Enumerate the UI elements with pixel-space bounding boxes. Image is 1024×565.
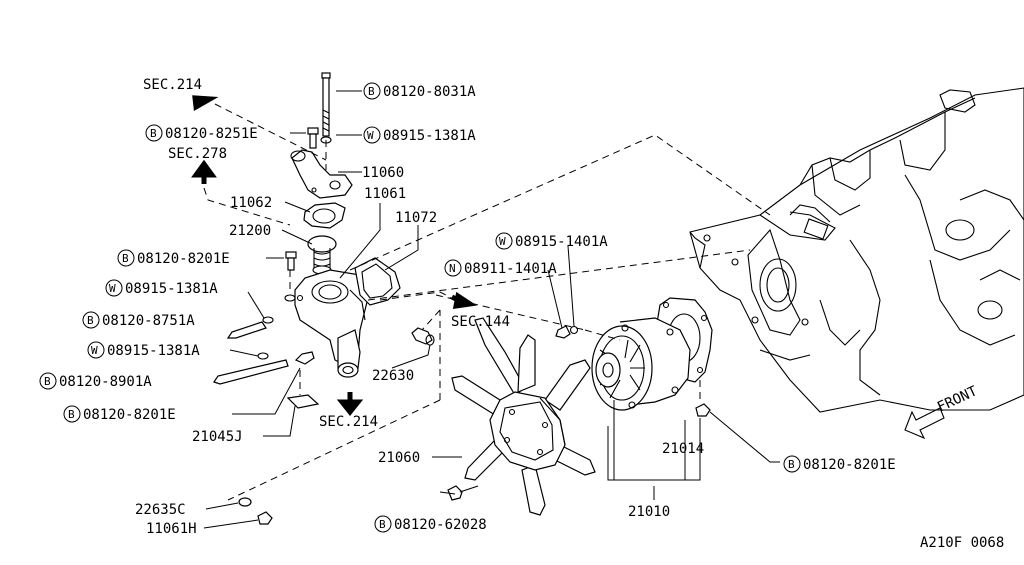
- svg-text:08120-8251E: 08120-8251E: [165, 126, 258, 142]
- section-ref-sec278[interactable]: SEC.278: [168, 146, 227, 162]
- section-ref-sec214-bottom[interactable]: SEC.214: [319, 414, 378, 430]
- drain-plate: [286, 394, 320, 409]
- callout-11062[interactable]: 11062: [230, 195, 272, 211]
- svg-text:08911-1401A: 08911-1401A: [464, 261, 557, 277]
- svg-text:08915-1381A: 08915-1381A: [107, 343, 200, 359]
- arrow-icons: [191, 95, 945, 440]
- callout-11060[interactable]: 11060: [362, 165, 404, 181]
- water-outlet: [290, 149, 353, 199]
- thermostat: [307, 235, 337, 275]
- callout-11072[interactable]: 11072: [395, 210, 437, 226]
- diagram-code: A210F 0068: [920, 535, 1004, 551]
- thermostat-housing: [294, 269, 371, 378]
- svg-text:08915-1381A: 08915-1381A: [383, 128, 476, 144]
- callout-11061H[interactable]: 11061H: [146, 521, 197, 537]
- svg-text:W: W: [499, 235, 506, 248]
- callout-08915-1381A-top[interactable]: W 08915-1381A: [363, 126, 476, 144]
- svg-text:B: B: [150, 127, 157, 140]
- callout-08120-8751A[interactable]: B 08120-8751A: [82, 311, 195, 329]
- callout-08120-8031A[interactable]: B 08120-8031A: [363, 82, 476, 100]
- svg-text:N: N: [449, 262, 456, 275]
- callout-21014[interactable]: 21014: [662, 441, 704, 457]
- callout-08120-8251E[interactable]: B 08120-8251E: [145, 124, 258, 142]
- svg-text:08915-1381A: 08915-1381A: [125, 281, 218, 297]
- svg-text:08120-8031A: 08120-8031A: [383, 84, 476, 100]
- callout-08915-1381A-mid[interactable]: W 08915-1381A: [105, 279, 218, 297]
- housing-gasket: [354, 257, 401, 306]
- dashed-lines: [203, 103, 771, 501]
- svg-text:W: W: [109, 282, 116, 295]
- callout-11061[interactable]: 11061: [364, 186, 406, 202]
- svg-text:08915-1401A: 08915-1401A: [515, 234, 608, 250]
- bolts: [213, 72, 711, 525]
- cooling-fan: [451, 317, 596, 516]
- callout-08915-1381A-low[interactable]: W 08915-1381A: [87, 341, 200, 359]
- callout-08120-8201E-b[interactable]: B 08120-8201E: [63, 405, 176, 423]
- svg-text:B: B: [87, 314, 94, 327]
- svg-text:B: B: [44, 375, 51, 388]
- svg-text:W: W: [367, 129, 374, 142]
- svg-text:08120-8751A: 08120-8751A: [102, 313, 195, 329]
- engine-block: [689, 87, 1024, 413]
- svg-text:B: B: [368, 85, 375, 98]
- leader-lines: [203, 90, 780, 529]
- arrow-sec214-top-icon: [192, 95, 219, 112]
- svg-text:B: B: [379, 518, 386, 531]
- front-label: FRONT: [935, 383, 980, 416]
- callout-08120-62028[interactable]: B 08120-62028: [374, 515, 487, 533]
- callout-21010[interactable]: 21010: [628, 504, 670, 520]
- arrow-sec278-icon: [191, 159, 217, 184]
- svg-text:08120-62028: 08120-62028: [394, 517, 487, 533]
- callout-08120-8201E-c[interactable]: B 08120-8201E: [783, 455, 896, 473]
- callout-22630[interactable]: 22630: [372, 368, 414, 384]
- callout-08120-8901A[interactable]: B 08120-8901A: [39, 372, 152, 390]
- svg-text:08120-8901A: 08120-8901A: [59, 374, 152, 390]
- svg-text:B: B: [788, 458, 795, 471]
- svg-text:B: B: [68, 408, 75, 421]
- callout-22635C[interactable]: 22635C: [135, 502, 186, 518]
- svg-text:08120-8201E: 08120-8201E: [137, 251, 230, 267]
- callout-21060[interactable]: 21060: [378, 450, 420, 466]
- thermostat-gasket: [303, 202, 346, 229]
- callout-21200[interactable]: 21200: [229, 223, 271, 239]
- section-ref-sec144[interactable]: SEC.144: [451, 314, 510, 330]
- svg-text:W: W: [91, 344, 98, 357]
- water-pump: [591, 317, 691, 411]
- callout-08911-1401A[interactable]: N 08911-1401A: [444, 259, 557, 277]
- svg-text:B: B: [122, 252, 129, 265]
- callout-08915-1401A[interactable]: W 08915-1401A: [495, 232, 608, 250]
- front-arrow-icon: [904, 407, 945, 440]
- arrow-sec214-bottom-icon: [336, 392, 364, 417]
- svg-text:08120-8201E: 08120-8201E: [83, 407, 176, 423]
- section-ref-sec214-top[interactable]: SEC.214: [143, 77, 202, 93]
- temperature-sensor: [411, 327, 435, 346]
- callout-labels: SEC.214 SEC.278 SEC.144 SEC.214 B 08120-…: [39, 77, 1004, 551]
- svg-text:08120-8201E: 08120-8201E: [803, 457, 896, 473]
- callout-21045J[interactable]: 21045J: [192, 429, 243, 445]
- callout-08120-8201E-a[interactable]: B 08120-8201E: [117, 249, 230, 267]
